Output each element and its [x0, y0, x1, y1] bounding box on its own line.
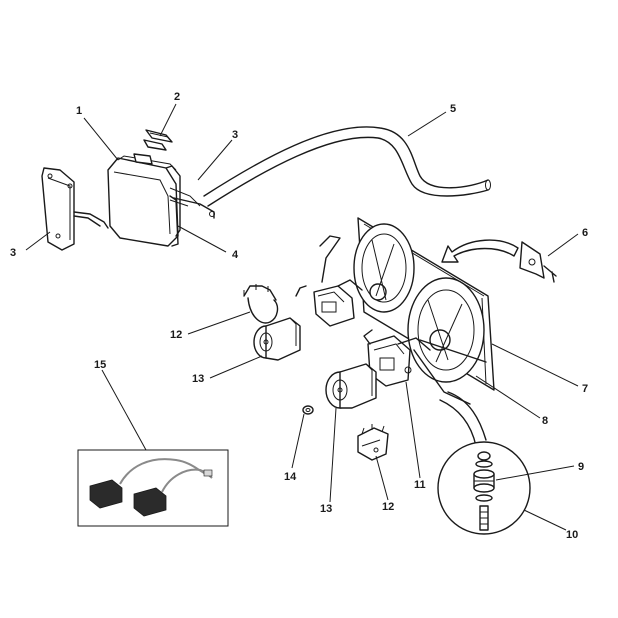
- label-8: 8: [542, 415, 548, 427]
- tank-bracket-4: [169, 195, 215, 247]
- label-13-lower: 13: [320, 503, 332, 515]
- fan-motor-13a: [253, 317, 301, 361]
- motor-cluster-11: [363, 329, 431, 387]
- label-1: 1: [76, 105, 82, 117]
- mount-detail-10: [437, 441, 531, 535]
- coolant-hose-5: [203, 126, 491, 207]
- label-3-left: 3: [10, 247, 16, 259]
- callout-labels: 1 2 3 3 4 5 6 7 8 9 10 11 12 12 13 13 14…: [10, 91, 588, 541]
- brush-set-inset-15: [77, 449, 229, 527]
- motor-clip-12b: [357, 424, 389, 461]
- label-15: 15: [94, 359, 106, 371]
- fan-shroud-7: [353, 217, 495, 447]
- callout-lines: [25, 103, 579, 531]
- label-6: 6: [582, 227, 588, 239]
- motor-clamp-12a: [243, 284, 307, 324]
- label-2: 2: [174, 91, 180, 103]
- washer-14: [302, 405, 314, 415]
- label-13-upper: 13: [192, 373, 204, 385]
- relay-housing: [313, 235, 363, 327]
- label-11: 11: [414, 479, 426, 491]
- label-7: 7: [582, 383, 588, 395]
- label-4: 4: [232, 249, 239, 261]
- label-5: 5: [450, 103, 456, 115]
- label-3-right: 3: [232, 129, 238, 141]
- mounting-bracket-6: [519, 241, 557, 283]
- fan-motor-13b: [325, 363, 377, 409]
- label-12-upper: 12: [170, 329, 182, 341]
- label-10: 10: [566, 529, 578, 541]
- direction-arrow: [441, 239, 519, 263]
- filler-cap-2: [143, 129, 173, 151]
- label-12-lower: 12: [382, 501, 394, 513]
- expansion-tank-1: [107, 153, 201, 247]
- label-9: 9: [578, 461, 584, 473]
- label-14: 14: [284, 471, 297, 483]
- bracket-plate-3: [41, 167, 109, 251]
